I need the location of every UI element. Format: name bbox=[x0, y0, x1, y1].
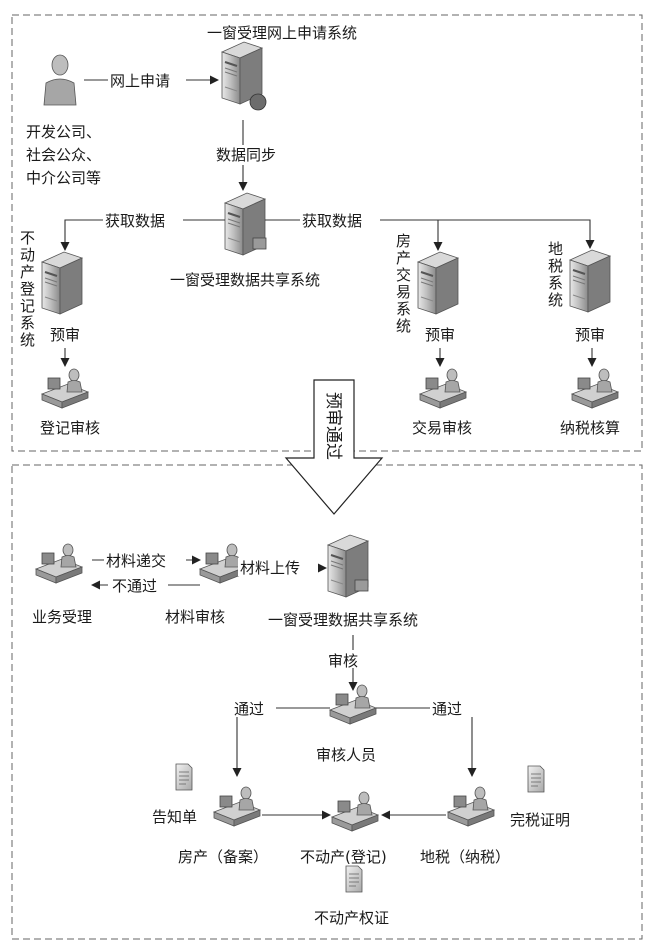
pass-right-label: 通过 bbox=[432, 700, 462, 718]
applicant-user-icon bbox=[43, 54, 77, 106]
realty-reg-server-icon bbox=[41, 251, 83, 315]
notice-label: 告知单 bbox=[152, 808, 197, 826]
auditor-desk-icon bbox=[329, 684, 377, 725]
svg-text:登: 登 bbox=[20, 280, 35, 298]
svg-text:系: 系 bbox=[396, 300, 411, 318]
svg-text:产: 产 bbox=[396, 249, 411, 267]
pass-right-line bbox=[376, 707, 477, 777]
land-tax-desk-icon bbox=[447, 786, 495, 827]
trade-review-desk-icon bbox=[419, 368, 467, 409]
realty-reg-desk-icon bbox=[331, 791, 379, 832]
svg-text:地: 地 bbox=[548, 240, 563, 258]
auditor-label: 审核人员 bbox=[316, 746, 376, 764]
svg-text:交: 交 bbox=[396, 266, 411, 284]
share-system-label: 一窗受理数据共享系统 bbox=[170, 271, 320, 289]
svg-text:统: 统 bbox=[396, 317, 411, 335]
globe-icon bbox=[249, 93, 267, 111]
svg-text:易: 易 bbox=[396, 283, 411, 301]
online-apply-label: 网上申请 bbox=[110, 72, 170, 90]
certificate-document-icon bbox=[345, 865, 363, 893]
pre-review-pass-arrow bbox=[284, 379, 384, 515]
bottom-share-system-label: 一窗受理数据共享系统 bbox=[268, 611, 418, 629]
tax-proof-document-icon bbox=[527, 765, 545, 793]
tax-review-desk-icon bbox=[571, 368, 619, 409]
pass-left-line bbox=[232, 707, 330, 777]
pre-review-label-1: 预审 bbox=[50, 326, 80, 344]
svg-text:系: 系 bbox=[548, 274, 563, 292]
house-filing-label: 房产（备案） bbox=[178, 848, 268, 866]
monitor-icon bbox=[252, 237, 267, 250]
business-label: 业务受理 bbox=[32, 608, 92, 626]
realty-reg-system-label: 不 动 产 登 记 系 统 bbox=[20, 229, 35, 349]
house-filing-desk-icon bbox=[213, 786, 261, 827]
applicant-line-3: 中介公司等 bbox=[26, 169, 101, 187]
notice-document-icon bbox=[175, 763, 193, 791]
fetch-right-label: 获取数据 bbox=[302, 212, 362, 230]
tax-proof-label: 完税证明 bbox=[510, 811, 570, 829]
bottom-monitor-icon bbox=[354, 579, 369, 592]
applicant-line-1: 开发公司、 bbox=[26, 123, 101, 141]
applicant-line-2: 社会公众、 bbox=[26, 146, 101, 164]
online-system-label: 一窗受理网上申请系统 bbox=[207, 24, 357, 42]
svg-text:房: 房 bbox=[396, 232, 411, 250]
pre-review-label-2: 预审 bbox=[425, 326, 455, 344]
certificate-label: 不动产权证 bbox=[314, 909, 389, 927]
svg-text:统: 统 bbox=[548, 291, 563, 309]
audit-label: 审核 bbox=[328, 652, 358, 670]
realty-reg-label: 不动产(登记) bbox=[300, 848, 387, 866]
svg-text:产: 产 bbox=[20, 263, 35, 281]
pre-review-label-3: 预审 bbox=[575, 326, 605, 344]
business-desk-icon bbox=[35, 543, 83, 584]
reg-review-label: 登记审核 bbox=[40, 419, 100, 437]
material-review-label: 材料审核 bbox=[165, 608, 225, 626]
svg-text:统: 统 bbox=[20, 331, 35, 349]
upload-label: 材料上传 bbox=[240, 559, 300, 577]
svg-text:不: 不 bbox=[20, 229, 35, 247]
house-trade-server-icon bbox=[417, 251, 459, 315]
house-trade-system-label: 房 产 交 易 系 统 bbox=[396, 232, 411, 335]
pre-review-pass-label: 预审通过 bbox=[323, 392, 343, 460]
fetch-left-label: 获取数据 bbox=[105, 212, 165, 230]
tax-review-label: 纳税核算 bbox=[560, 419, 620, 437]
svg-text:记: 记 bbox=[20, 297, 35, 315]
reg-review-desk-icon bbox=[41, 368, 89, 409]
land-tax-server-icon bbox=[569, 249, 611, 313]
land-tax-system-label: 地 税 系 统 bbox=[548, 240, 563, 309]
land-tax-label: 地税（纳税） bbox=[420, 848, 510, 866]
reject-label: 不通过 bbox=[112, 577, 157, 595]
submit-label: 材料递交 bbox=[106, 552, 166, 570]
svg-text:动: 动 bbox=[20, 246, 35, 264]
data-sync-label: 数据同步 bbox=[216, 146, 276, 164]
pass-left-label: 通过 bbox=[234, 700, 264, 718]
trade-review-label: 交易审核 bbox=[412, 419, 472, 437]
svg-text:税: 税 bbox=[548, 257, 563, 275]
bottom-section-frame bbox=[11, 464, 643, 940]
svg-text:系: 系 bbox=[20, 314, 35, 332]
